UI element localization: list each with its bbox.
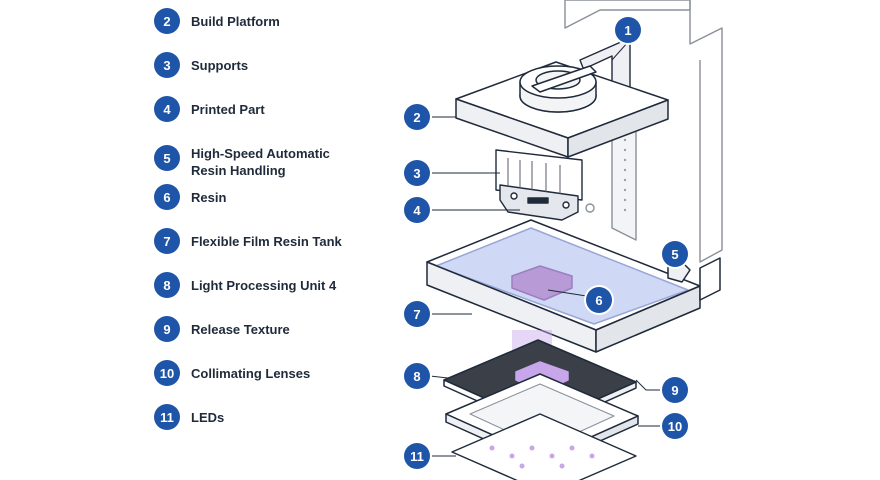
legend-label: High-Speed Automatic Resin Handling bbox=[191, 145, 330, 179]
legend-label: Flexible Film Resin Tank bbox=[191, 233, 342, 250]
callout-1: 1 bbox=[615, 17, 641, 43]
legend-item-leds: 11 LEDs bbox=[154, 404, 224, 430]
callout-11: 11 bbox=[404, 443, 430, 469]
legend-label: Printed Part bbox=[191, 101, 265, 118]
callout-10: 10 bbox=[662, 413, 688, 439]
callout-8: 8 bbox=[404, 363, 430, 389]
legend-label: Supports bbox=[191, 57, 248, 74]
legend: 2 Build Platform 3 Supports 4 Printed Pa… bbox=[0, 0, 360, 480]
legend-item-resin: 6 Resin bbox=[154, 184, 226, 210]
legend-label: Resin bbox=[191, 189, 226, 206]
callout-5: 5 bbox=[662, 241, 688, 267]
legend-item-resin-tank: 7 Flexible Film Resin Tank bbox=[154, 228, 342, 254]
legend-label: Release Texture bbox=[191, 321, 290, 338]
legend-item-release-texture: 9 Release Texture bbox=[154, 316, 290, 342]
callout-7: 7 bbox=[404, 301, 430, 327]
legend-badge: 10 bbox=[154, 360, 180, 386]
callout-3: 3 bbox=[404, 160, 430, 186]
legend-item-supports: 3 Supports bbox=[154, 52, 248, 78]
callout-4: 4 bbox=[404, 197, 430, 223]
legend-badge: 9 bbox=[154, 316, 180, 342]
legend-badge: 5 bbox=[154, 145, 180, 171]
legend-badge: 7 bbox=[154, 228, 180, 254]
legend-badge: 2 bbox=[154, 8, 180, 34]
legend-item-resin-handling: 5 High-Speed Automatic Resin Handling bbox=[154, 145, 330, 179]
callout-6: 6 bbox=[586, 287, 612, 313]
legend-label: Build Platform bbox=[191, 13, 280, 30]
resin-tank bbox=[427, 220, 720, 352]
legend-badge: 4 bbox=[154, 96, 180, 122]
callout-2: 2 bbox=[404, 104, 430, 130]
legend-item-collimating-lenses: 10 Collimating Lenses bbox=[154, 360, 310, 386]
legend-item-lpu: 8 Light Processing Unit 4 bbox=[154, 272, 336, 298]
legend-item-build-platform: 2 Build Platform bbox=[154, 8, 280, 34]
legend-badge: 11 bbox=[154, 404, 180, 430]
legend-label: Light Processing Unit 4 bbox=[191, 277, 336, 294]
callout-9: 9 bbox=[662, 377, 688, 403]
legend-item-printed-part: 4 Printed Part bbox=[154, 96, 265, 122]
legend-label: Collimating Lenses bbox=[191, 365, 310, 382]
legend-label: LEDs bbox=[191, 409, 224, 426]
legend-badge: 8 bbox=[154, 272, 180, 298]
legend-badge: 3 bbox=[154, 52, 180, 78]
legend-badge: 6 bbox=[154, 184, 180, 210]
